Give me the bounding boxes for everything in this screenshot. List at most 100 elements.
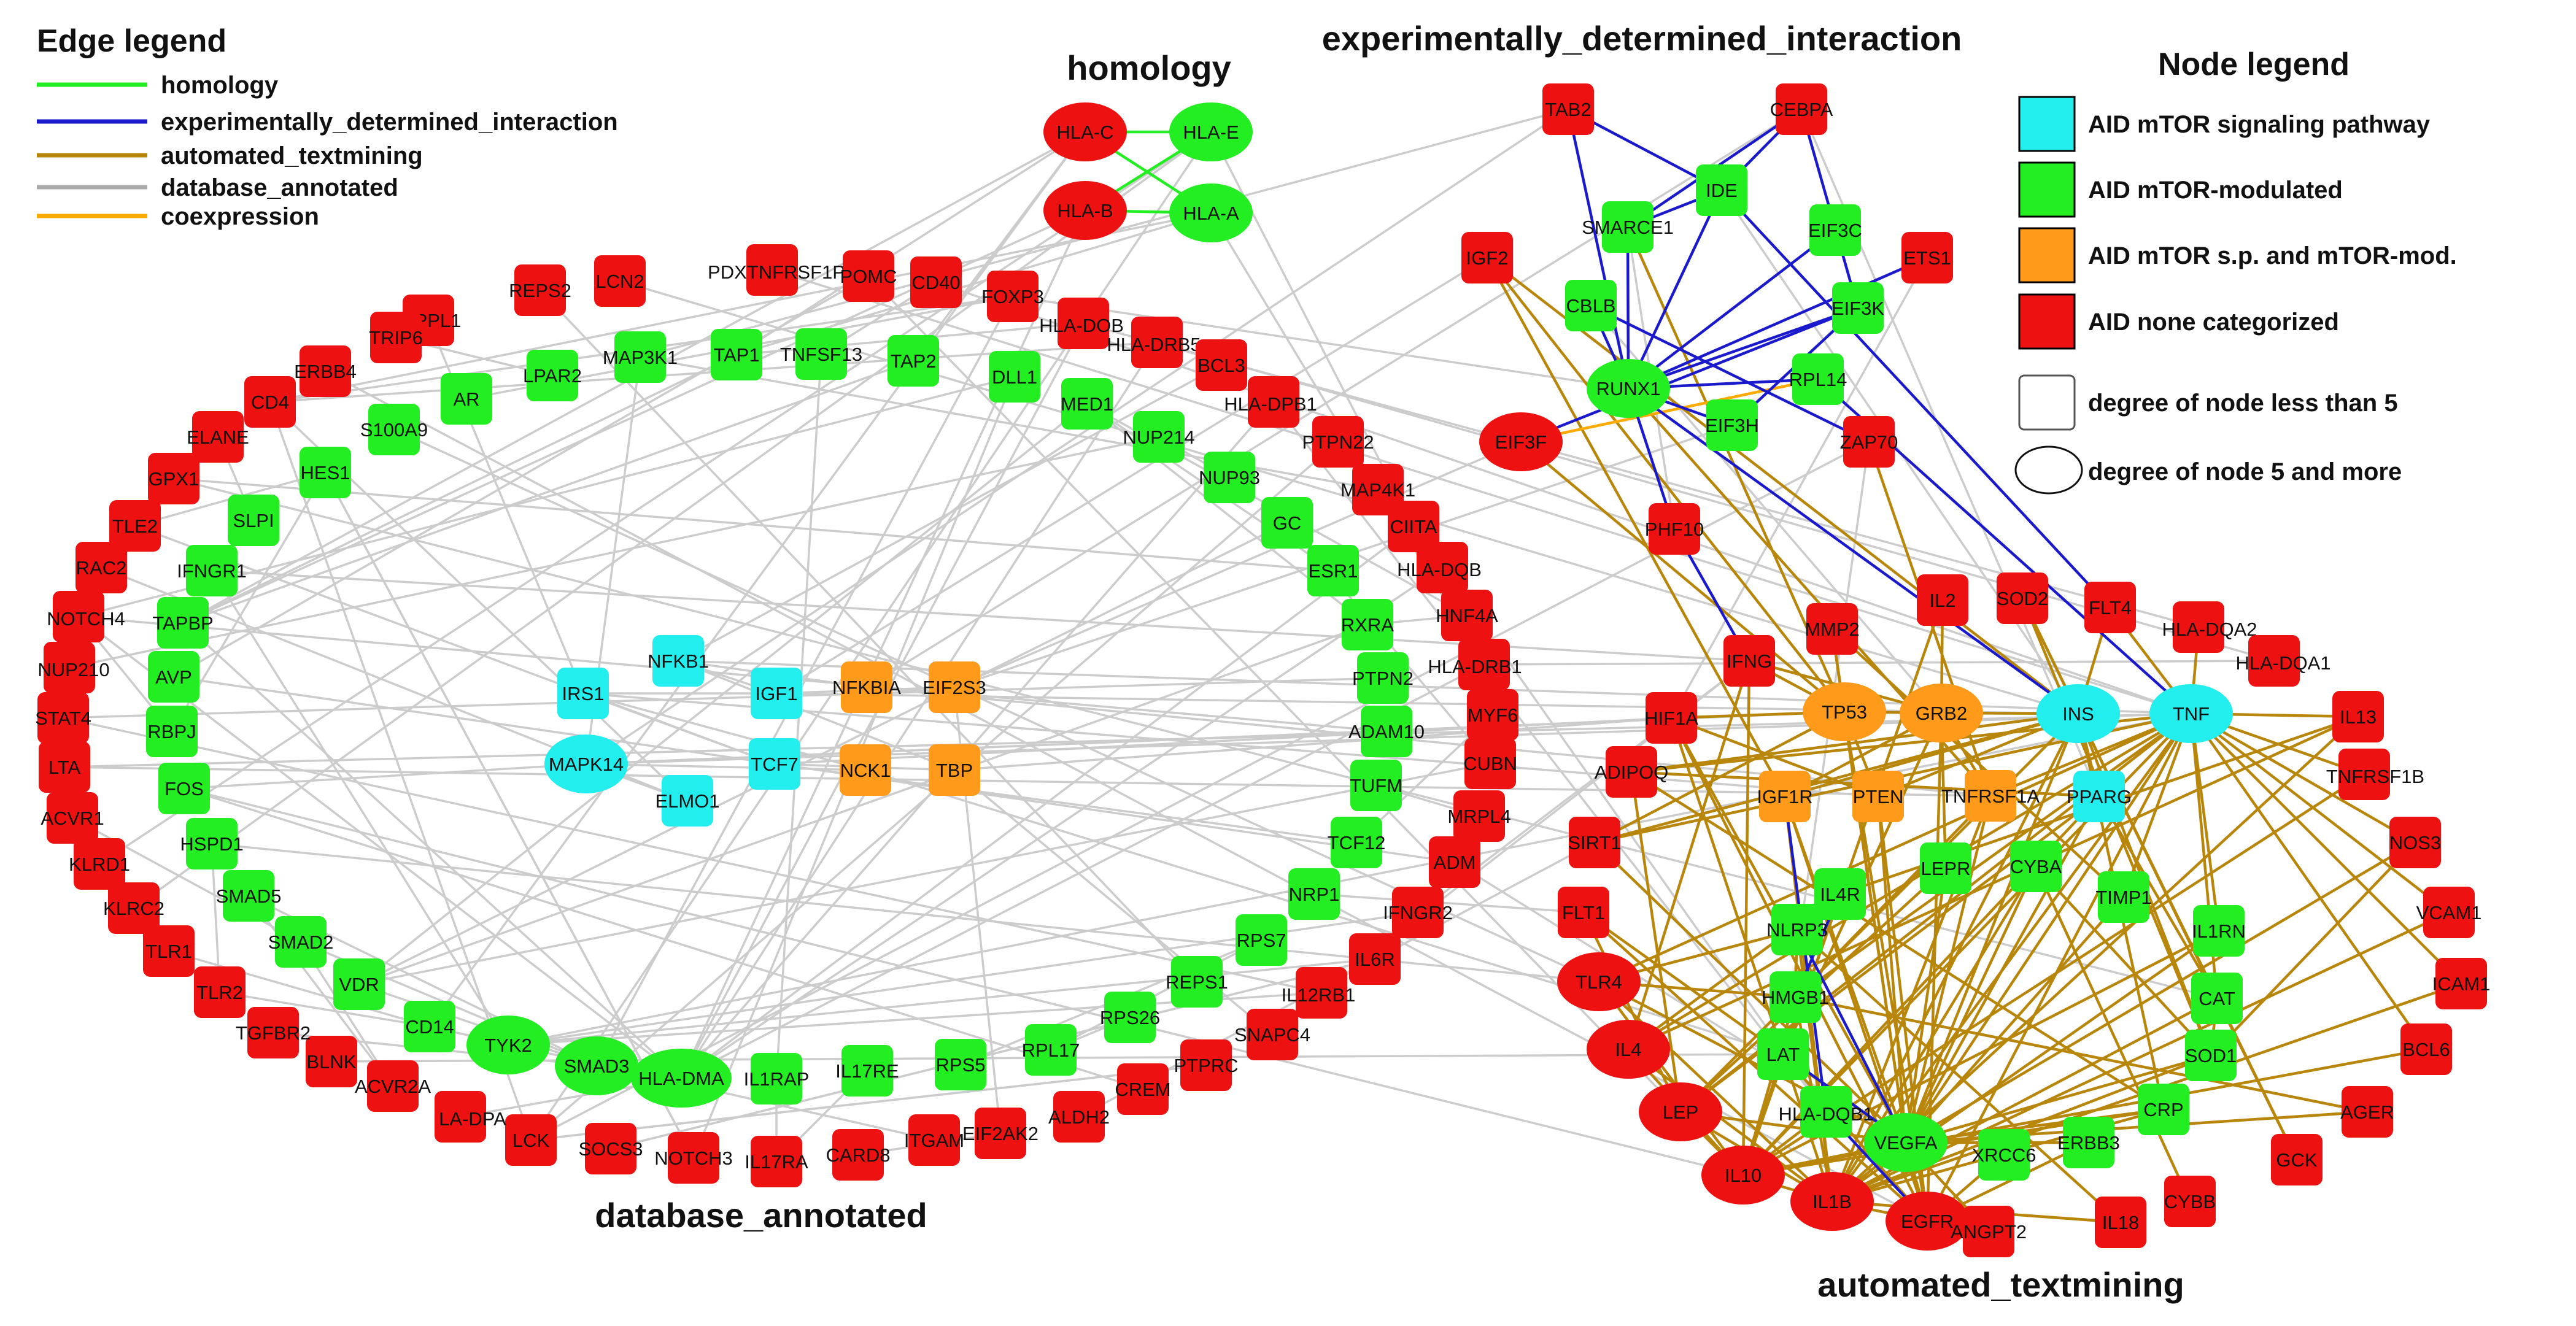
node-card8[interactable]: CARD8 xyxy=(826,1129,891,1181)
node-tlr2[interactable]: TLR2 xyxy=(194,966,246,1018)
node-ide[interactable]: IDE xyxy=(1696,164,1747,216)
node-tnfsf13[interactable]: TNFSF13 xyxy=(780,328,862,380)
node-adipoq[interactable]: ADIPOQ xyxy=(1595,746,1669,798)
node-rbpj[interactable]: RBPJ xyxy=(146,706,198,757)
node-ifng[interactable]: IFNG xyxy=(1723,635,1775,687)
node-elane[interactable]: ELANE xyxy=(187,411,249,463)
node-erbb3[interactable]: ERBB3 xyxy=(2057,1117,2120,1168)
node-tcf12[interactable]: TCF12 xyxy=(1328,817,1386,868)
node-tnf[interactable]: TNF xyxy=(2149,684,2233,743)
node-pdxtnfrsf1p[interactable]: PDXTNFRSF1P xyxy=(708,244,845,296)
node-il12rb1[interactable]: IL12RB1 xyxy=(1282,967,1356,1019)
node-eif2s3[interactable]: EIF2S3 xyxy=(922,661,986,713)
node-il4r[interactable]: IL4R xyxy=(1814,868,1866,920)
node-med1[interactable]: MED1 xyxy=(1061,378,1113,430)
node-lat[interactable]: LAT xyxy=(1757,1028,1809,1080)
node-cat[interactable]: CAT xyxy=(2191,973,2243,1024)
node-tlr4[interactable]: TLR4 xyxy=(1557,952,1641,1011)
node-rps5[interactable]: RPS5 xyxy=(935,1039,986,1090)
node-tnfrsf1b[interactable]: TNFRSF1B xyxy=(2326,749,2424,800)
node-slpi[interactable]: SLPI xyxy=(228,495,279,546)
node-klrd1[interactable]: KLRD1 xyxy=(69,838,130,890)
node-hla-dma[interactable]: HLA-DMA xyxy=(631,1049,732,1108)
node-grb2[interactable]: GRB2 xyxy=(1900,684,1983,742)
node-hnf4a[interactable]: HNF4A xyxy=(1436,590,1498,641)
node-lepr[interactable]: LEPR xyxy=(1920,842,1971,894)
node-nup93[interactable]: NUP93 xyxy=(1199,452,1260,503)
node-trip6[interactable]: TRIP6 xyxy=(369,312,423,363)
node-hif1a[interactable]: HIF1A xyxy=(1644,692,1698,744)
node-flt1[interactable]: FLT1 xyxy=(1558,887,1609,938)
node-elmo1[interactable]: ELMO1 xyxy=(655,775,720,827)
node-blnk[interactable]: BLNK xyxy=(306,1036,357,1087)
node-cyba[interactable]: CYBA xyxy=(2010,841,2062,892)
node-la-dpa[interactable]: LA-DPA xyxy=(435,1091,506,1143)
node-acvr1[interactable]: ACVR1 xyxy=(41,792,104,844)
node-smarce1[interactable]: SMARCE1 xyxy=(1582,201,1674,253)
node-nup210[interactable]: NUP210 xyxy=(37,642,110,693)
node-ciita[interactable]: CIITA xyxy=(1388,501,1439,552)
node-tcf7[interactable]: TCF7 xyxy=(749,738,800,790)
node-foxp3[interactable]: FOXP3 xyxy=(981,271,1044,322)
node-smad3[interactable]: SMAD3 xyxy=(555,1036,638,1095)
node-rps26[interactable]: RPS26 xyxy=(1100,992,1160,1043)
node-klrc2[interactable]: KLRC2 xyxy=(103,882,164,934)
node-hla-drb5[interactable]: HLA-DRB5 xyxy=(1107,317,1201,368)
node-rxra[interactable]: RXRA xyxy=(1341,599,1394,650)
node-hla-dqb[interactable]: HLA-DQB xyxy=(1397,542,1482,593)
node-tufm[interactable]: TUFM xyxy=(1350,760,1402,811)
node-lep[interactable]: LEP xyxy=(1639,1082,1722,1141)
node-ets1[interactable]: ETS1 xyxy=(1901,232,1953,283)
node-cebpa[interactable]: CEBPA xyxy=(1770,83,1833,135)
node-socs3[interactable]: SOCS3 xyxy=(578,1123,643,1174)
node-mmp2[interactable]: MMP2 xyxy=(1804,603,1860,655)
node-tle2[interactable]: TLE2 xyxy=(109,500,161,552)
node-igf1[interactable]: IGF1 xyxy=(751,668,802,719)
node-hla-a[interactable]: HLA-A xyxy=(1169,183,1253,242)
node-hspd1[interactable]: HSPD1 xyxy=(180,818,244,869)
node-tap2[interactable]: TAP2 xyxy=(888,335,939,387)
node-tbp[interactable]: TBP xyxy=(929,744,980,796)
node-hla-b[interactable]: HLA-B xyxy=(1043,181,1127,240)
node-tab2[interactable]: TAB2 xyxy=(1542,83,1594,135)
node-hmgb1[interactable]: HMGB1 xyxy=(1762,971,1829,1023)
node-cubn[interactable]: CUBN xyxy=(1463,738,1517,789)
node-reps1[interactable]: REPS1 xyxy=(1166,956,1228,1008)
node-ins[interactable]: INS xyxy=(2036,684,2120,743)
node-igf1r[interactable]: IGF1R xyxy=(1757,771,1813,822)
node-cblb[interactable]: CBLB xyxy=(1565,280,1617,331)
node-lpar2[interactable]: LPAR2 xyxy=(523,350,582,401)
node-acvr2a[interactable]: ACVR2A xyxy=(355,1060,431,1112)
node-cd40[interactable]: CD40 xyxy=(910,256,962,308)
node-tapbp[interactable]: TAPBP xyxy=(152,597,214,649)
node-il6r[interactable]: IL6R xyxy=(1349,933,1401,985)
node-sod1[interactable]: SOD1 xyxy=(2185,1030,2237,1081)
node-rpl14[interactable]: RPL14 xyxy=(1789,353,1847,405)
node-myf6[interactable]: MYF6 xyxy=(1467,689,1518,741)
node-ptprc[interactable]: PTPRC xyxy=(1174,1039,1239,1091)
node-phf10[interactable]: PHF10 xyxy=(1645,503,1704,555)
node-il2[interactable]: IL2 xyxy=(1917,574,1968,626)
node-icam1[interactable]: ICAM1 xyxy=(2432,958,2491,1009)
node-crem[interactable]: CREM xyxy=(1115,1063,1171,1115)
node-hla-dpb1[interactable]: HLA-DPB1 xyxy=(1224,376,1317,428)
node-gpx1[interactable]: GPX1 xyxy=(148,453,199,504)
node-ifngr1[interactable]: IFNGR1 xyxy=(177,545,247,596)
node-nos3[interactable]: NOS3 xyxy=(2389,817,2441,868)
node-adm[interactable]: ADM xyxy=(1429,836,1480,888)
node-snapc4[interactable]: SNAPC4 xyxy=(1234,1009,1310,1060)
node-eif3k[interactable]: EIF3K xyxy=(1831,282,1884,334)
node-aldh2[interactable]: ALDH2 xyxy=(1048,1091,1110,1143)
node-il4[interactable]: IL4 xyxy=(1587,1020,1670,1079)
node-eif3f[interactable]: EIF3F xyxy=(1479,412,1563,471)
node-hla-drb1[interactable]: HLA-DRB1 xyxy=(1428,639,1522,690)
node-hla-e[interactable]: HLA-E xyxy=(1169,102,1253,161)
node-il10[interactable]: IL10 xyxy=(1701,1146,1785,1205)
node-il1b[interactable]: IL1B xyxy=(1790,1172,1874,1231)
node-tyk2[interactable]: TYK2 xyxy=(466,1016,550,1074)
node-angpt2[interactable]: ANGPT2 xyxy=(1951,1206,2027,1257)
node-flt4[interactable]: FLT4 xyxy=(2084,582,2136,633)
node-runx1[interactable]: RUNX1 xyxy=(1587,359,1670,418)
node-reps2[interactable]: REPS2 xyxy=(509,264,571,316)
node-timp1[interactable]: TIMP1 xyxy=(2095,871,2152,923)
